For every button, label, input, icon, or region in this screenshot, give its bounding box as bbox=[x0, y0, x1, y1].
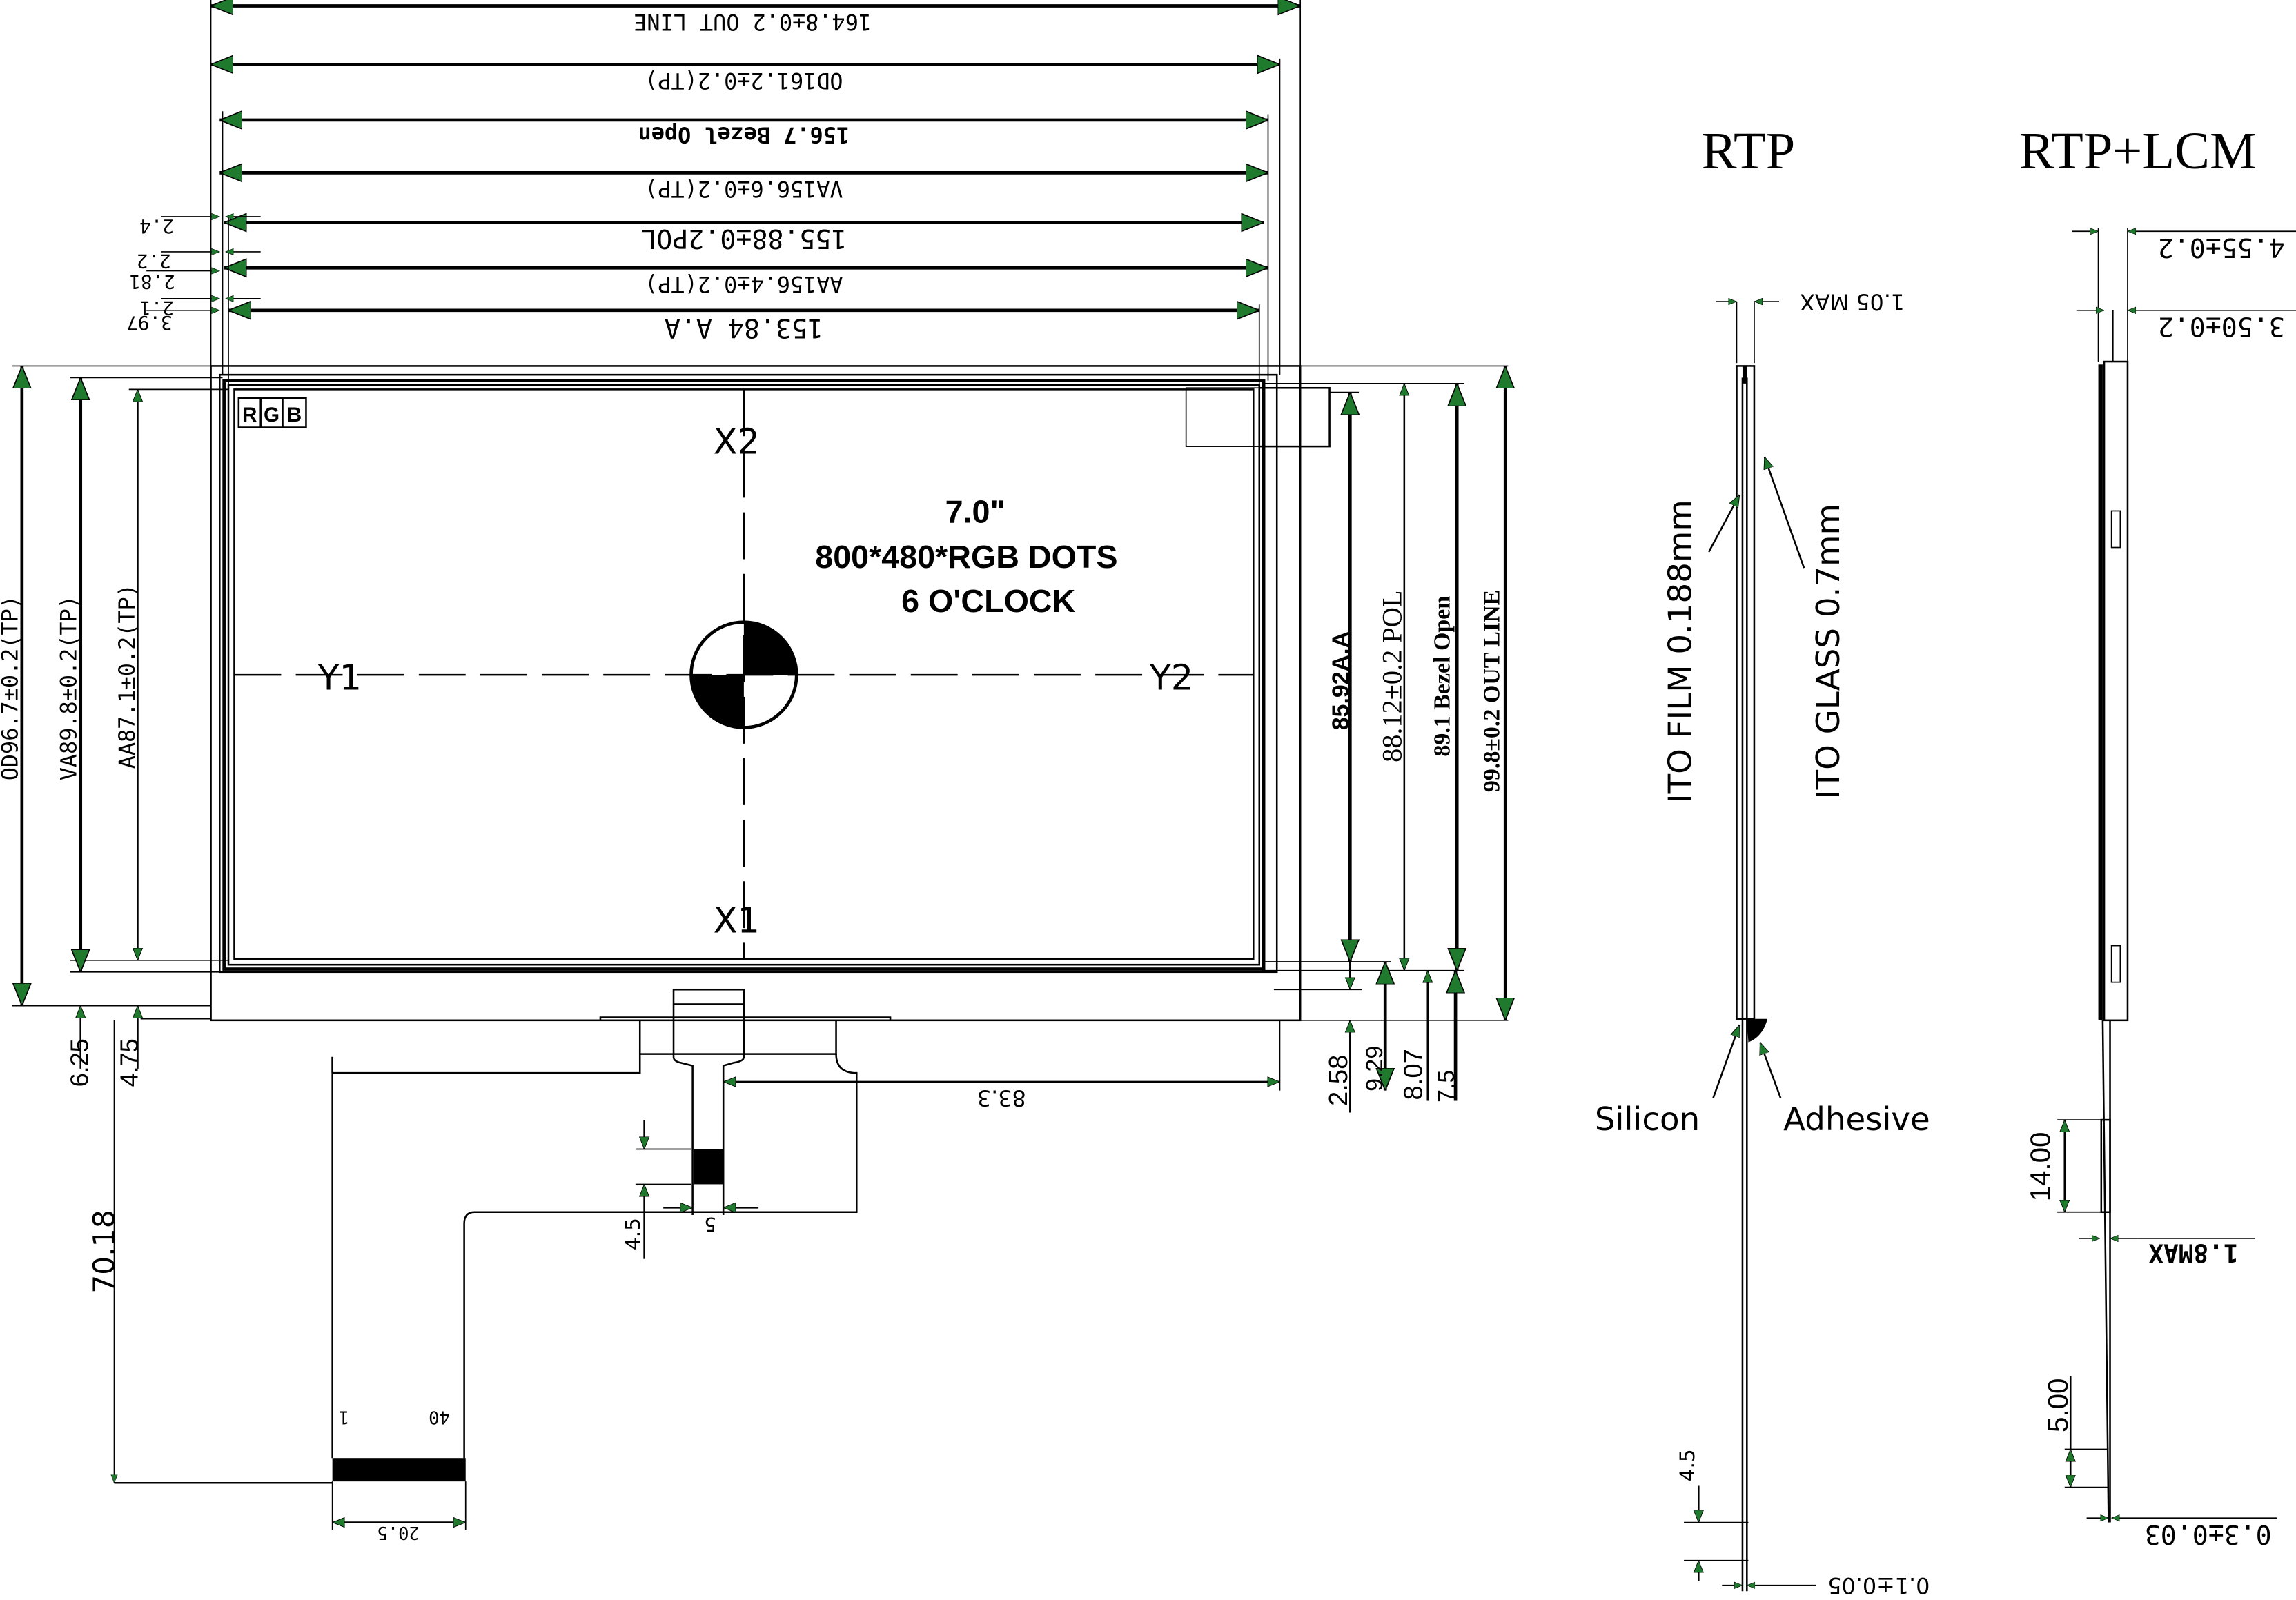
pin-1-label: 1 bbox=[339, 1406, 349, 1427]
panel-resolution: 800*480*RGB DOTS bbox=[815, 539, 1117, 575]
fpc-max-thickness: 1.8MAX bbox=[2148, 1238, 2239, 1267]
fpc-tip-length: 5.00 bbox=[2043, 1379, 2074, 1432]
dim-aa-height-right: 85.92A.A bbox=[1328, 631, 1354, 730]
bezel-rect bbox=[222, 379, 1266, 971]
rgb-g: G bbox=[264, 404, 279, 426]
fpc-stiffener bbox=[694, 1149, 724, 1185]
fpc-connector-contacts bbox=[332, 1458, 466, 1482]
rgb-b: B bbox=[287, 404, 302, 426]
rtp-side-view: RTP 1.05 MAX ITO FILM 0.188mm ITO GLASS … bbox=[1595, 121, 1930, 1599]
label-x1: X1 bbox=[714, 901, 760, 942]
dim-aa-height: AA87.1±0.2(TP) bbox=[114, 584, 140, 769]
od-rect bbox=[218, 373, 1278, 974]
lcm-body bbox=[2103, 360, 2129, 1022]
offset-7-5: 7.5 bbox=[1433, 1070, 1460, 1103]
offset-4-75: 4.75 bbox=[115, 1038, 143, 1087]
dim-bezel-width: 156.7 Bezel Open bbox=[638, 122, 850, 148]
offset-2-58: 2.58 bbox=[1324, 1055, 1353, 1106]
dim-pol-width: 155.88±0.2POL bbox=[640, 223, 847, 253]
offset-8-07: 8.07 bbox=[1398, 1049, 1428, 1100]
top-dimensions: 164.8±0.2 OUT LINE OD161.2±0.2(TP) 156.7… bbox=[210, 0, 1302, 390]
dim-va-height: VA89.8±0.2(TP) bbox=[55, 595, 81, 780]
label-y2: Y2 bbox=[1149, 658, 1193, 698]
offset-9-29: 9.29 bbox=[1362, 1046, 1388, 1092]
dim-bezel-height: 89.1 Bezel Open bbox=[1430, 596, 1455, 757]
pol-rect bbox=[227, 384, 1261, 966]
fpc-thickness: 0.3±0.03 bbox=[2145, 1519, 2272, 1549]
panel-size: 7.0" bbox=[945, 493, 1005, 529]
dim-outline-height: 99.8±0.2 OUT LINE bbox=[1480, 590, 1505, 792]
tail-outline bbox=[1185, 387, 1260, 447]
offset-2-81: 2.81 bbox=[129, 270, 175, 293]
rgb-r: R bbox=[242, 404, 257, 426]
rtp-title: RTP bbox=[1702, 121, 1795, 180]
left-dimensions: OD96.7±0.2(TP) VA89.8±0.2(TP) AA87.1±0.2… bbox=[0, 365, 229, 1087]
dim-stiffener-height: 4.5 bbox=[621, 1218, 645, 1250]
total-thickness: 4.55±0.2 bbox=[2158, 232, 2285, 262]
viewing-direction-icon bbox=[689, 620, 798, 729]
left-offset-dimensions: 2.4 2.2 2.81 2.1 3.97 bbox=[126, 215, 261, 334]
offset-6-25: 6.25 bbox=[65, 1038, 93, 1087]
rtp-thickness: 1.05 MAX bbox=[1800, 288, 1905, 315]
outline-rect bbox=[210, 365, 1302, 1022]
label-x2: X2 bbox=[714, 422, 760, 463]
ito-film-label: ITO FILM 0.188mm bbox=[1662, 500, 1700, 803]
front-view: R G B X2 X1 Y1 Y2 7.0" 800*480*RGB DOTS … bbox=[0, 0, 1508, 1543]
pin-40-label: 40 bbox=[429, 1406, 450, 1427]
dim-aa-width: 153.84 A.A bbox=[665, 313, 823, 343]
rtp-lcm-title: RTP+LCM bbox=[2019, 121, 2257, 180]
offset-2-1: 2.1 bbox=[139, 297, 174, 319]
rtp-lcm-side-view: RTP+LCM 4.55±0.2 3.50±0.2 14.00 1.8MAX 5 bbox=[2019, 121, 2296, 1549]
rtp-tail-stiffener: 4.5 bbox=[1676, 1449, 1700, 1481]
adhesive-fill bbox=[1747, 1018, 1768, 1043]
dim-connector-width: 20.5 bbox=[377, 1522, 419, 1543]
dim-va-width: VA156.6±0.2(TP) bbox=[645, 176, 843, 202]
label-y1: Y1 bbox=[317, 658, 362, 698]
offset-2-4: 2.4 bbox=[139, 215, 174, 237]
rtp-tail-thickness: 0.1±0.05 bbox=[1827, 1572, 1930, 1599]
lcm-thickness: 3.50±0.2 bbox=[2158, 310, 2285, 341]
dim-fpc-offset: 83.3 bbox=[977, 1085, 1026, 1112]
hatch-block bbox=[1258, 386, 1331, 448]
dim-od-width: OD161.2±0.2(TP) bbox=[645, 68, 843, 94]
dim-outline-width: 164.8±0.2 OUT LINE bbox=[634, 9, 872, 35]
dim-aa-tp-width: AA156.4±0.2(TP) bbox=[645, 271, 843, 297]
dim-od-height: OD96.7±0.2(TP) bbox=[0, 595, 23, 780]
right-dimensions: 85.92A.A 88.12±0.2 POL 89.1 Bezel Open 9… bbox=[1262, 365, 1508, 1113]
adhesive-label: Adhesive bbox=[1783, 1101, 1930, 1138]
fpc-pads bbox=[672, 988, 745, 1005]
dim-fpc-length: 70.18 bbox=[88, 1209, 122, 1293]
offset-2-2: 2.2 bbox=[137, 250, 171, 273]
panel-viewing-direction: 6 O'CLOCK bbox=[901, 583, 1075, 619]
rgb-box: R G B bbox=[237, 397, 307, 428]
rtp-glass bbox=[1736, 365, 1756, 1020]
ito-glass-label: ITO GLASS 0.7mm bbox=[1810, 504, 1847, 799]
fpc-bend-length: 14.00 bbox=[2025, 1132, 2057, 1202]
dim-pol-height: 88.12±0.2 POL bbox=[1377, 591, 1408, 762]
fpc-tail: 1 40 83.3 5 4.5 70.18 20.5 bbox=[88, 988, 1281, 1543]
dim-fpc-width: 5 bbox=[704, 1213, 716, 1236]
silicon-label: Silicon bbox=[1595, 1101, 1700, 1138]
offset-3-97: 3.97 bbox=[126, 311, 172, 334]
